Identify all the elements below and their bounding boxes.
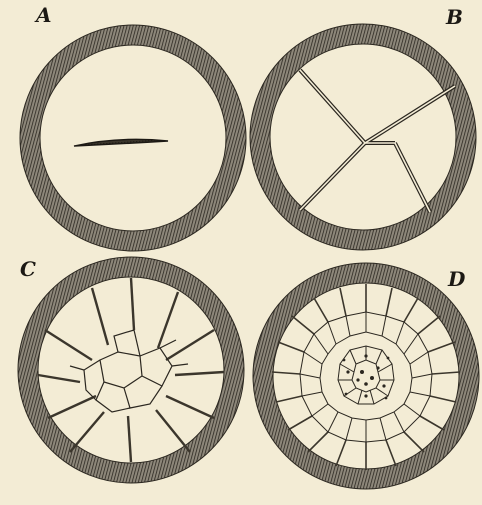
panel-d: D [253,263,479,489]
panel-d-parenchyma [300,312,432,442]
panel-a: A [20,3,246,251]
panel-b-ring-inner-edge [270,44,456,230]
panel-a-label: A [34,3,52,27]
panel-b-walls [300,70,455,212]
panel-c-radial-walls [38,278,224,462]
panel-c-label: C [20,257,36,281]
panel-a-ring-inner-edge [40,45,226,231]
panel-d-label: D [447,267,466,291]
panel-b-label: B [445,5,463,29]
panel-b: B [250,5,476,250]
panel-a-ring [30,35,236,241]
panel-b-ring [260,34,466,240]
panel-c: C [18,257,244,483]
panel-c-ring-inner-edge [38,277,224,463]
